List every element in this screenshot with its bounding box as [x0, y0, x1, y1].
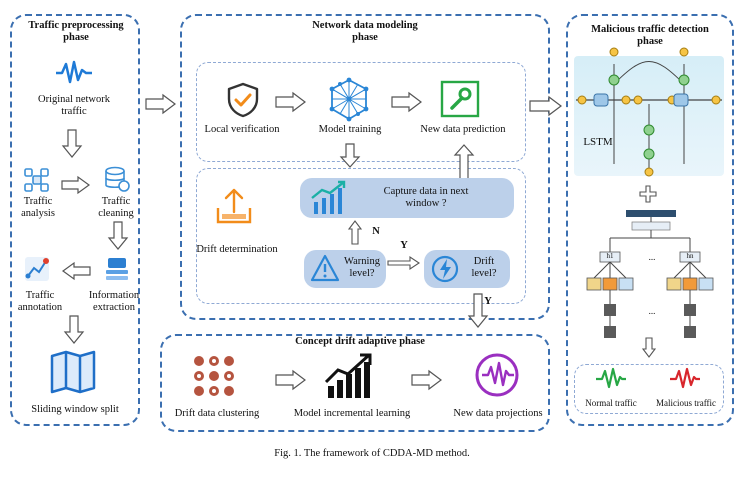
waveform-icon [56, 60, 92, 84]
detection-phase-box [566, 14, 734, 426]
yes-drift-label: Y [484, 296, 492, 307]
shield-check-icon [227, 82, 259, 118]
yes-branch-label: Y [400, 240, 408, 251]
detection-phase-title: Malicious traffic detection phase [591, 24, 709, 47]
new-data-projections-label: New data projections [453, 408, 543, 419]
network-analysis-icon [24, 168, 49, 192]
down-arrow-icon [63, 315, 85, 344]
warning-icon [310, 254, 340, 282]
rising-bars-icon [324, 353, 372, 398]
traffic-analysis-label: Traffic analysis [21, 196, 55, 219]
information-extraction-label: Information extraction [88, 290, 140, 313]
down-arrow-icon [339, 143, 361, 168]
right-arrow-icon [529, 95, 562, 117]
traffic-cleaning-label: Traffic cleaning [98, 196, 134, 219]
annotation-path-icon [25, 257, 49, 281]
sliding-window-icon [50, 350, 96, 394]
extraction-icon [106, 258, 128, 280]
modeling-top-box [196, 62, 526, 162]
drift-phase-box [160, 334, 550, 432]
upload-tray-icon [216, 188, 252, 224]
neural-network-icon [329, 77, 369, 122]
right-arrow-icon [275, 369, 306, 391]
drift-speed-icon [431, 255, 459, 283]
drift-level-pill [424, 250, 510, 288]
new-data-prediction-label: New data prediction [420, 124, 506, 135]
drift-level-label: Drift level? [471, 256, 497, 279]
traffic-annotation-label: Traffic annotation [17, 290, 63, 313]
projection-wave-icon [475, 353, 519, 397]
wrench-screen-icon [440, 80, 480, 118]
capture-data-pill [300, 178, 514, 218]
drift-determination-label: Drift determination [196, 244, 278, 255]
down-arrow-icon [61, 129, 83, 158]
right-arrow-icon [411, 369, 442, 391]
ellipsis-lower: ... [648, 306, 656, 316]
preprocessing-phase-title: Traffic preprocessing phase [28, 20, 124, 43]
modeling-drift-box [196, 168, 526, 304]
right-arrow-icon [61, 175, 91, 195]
up-arrow-icon [347, 220, 363, 245]
drift-phase-title: Concept drift adaptive phase [295, 336, 425, 347]
figure-caption: Fig. 1. The framework of CDDA-MD method. [274, 448, 470, 459]
hierarchical-model-graph [586, 210, 714, 338]
malicious-traffic-label: Malicious traffic [655, 398, 717, 408]
right-arrow-icon [145, 93, 176, 115]
incremental-learning-label: Model incremental learning [293, 408, 411, 419]
sliding-window-label: Sliding window split [31, 404, 119, 415]
down-arrow-icon [467, 293, 489, 328]
left-arrow-icon [61, 261, 91, 281]
modeling-phase-title: Network data modeling phase [312, 20, 418, 43]
ellipsis-upper: ... [648, 252, 656, 262]
normal-traffic-label: Normal traffic [585, 398, 637, 408]
plus-icon [639, 185, 657, 203]
output-box [574, 364, 724, 414]
down-arrow-icon [641, 337, 657, 358]
preprocessing-phase-box [10, 14, 140, 426]
lstm-label: LSTM [583, 136, 613, 148]
model-training-label: Model training [318, 124, 382, 135]
right-arrow-icon [391, 91, 422, 113]
up-arrow-icon [453, 144, 475, 181]
h1-label: h1 [606, 252, 614, 260]
local-verification-label: Local verification [204, 124, 280, 135]
original-traffic-label: Original network traffic [37, 94, 111, 117]
warning-level-label: Warning level? [344, 256, 380, 279]
hn-label: hn [686, 252, 694, 260]
cluster-dots-icon [194, 356, 234, 396]
lstm-cell-graph [576, 47, 722, 177]
right-arrow-icon [387, 255, 420, 271]
malicious-traffic-wave-icon [670, 367, 700, 389]
growth-chart-icon [311, 180, 346, 214]
down-arrow-icon [107, 221, 129, 250]
database-cleaning-icon [105, 166, 130, 192]
modeling-phase-box [180, 14, 550, 320]
drift-clustering-label: Drift data clustering [174, 408, 260, 419]
normal-traffic-wave-icon [596, 367, 626, 389]
capture-data-label: Capture data in next window ? [383, 186, 469, 209]
right-arrow-icon [275, 91, 306, 113]
no-branch-label: N [372, 226, 380, 237]
